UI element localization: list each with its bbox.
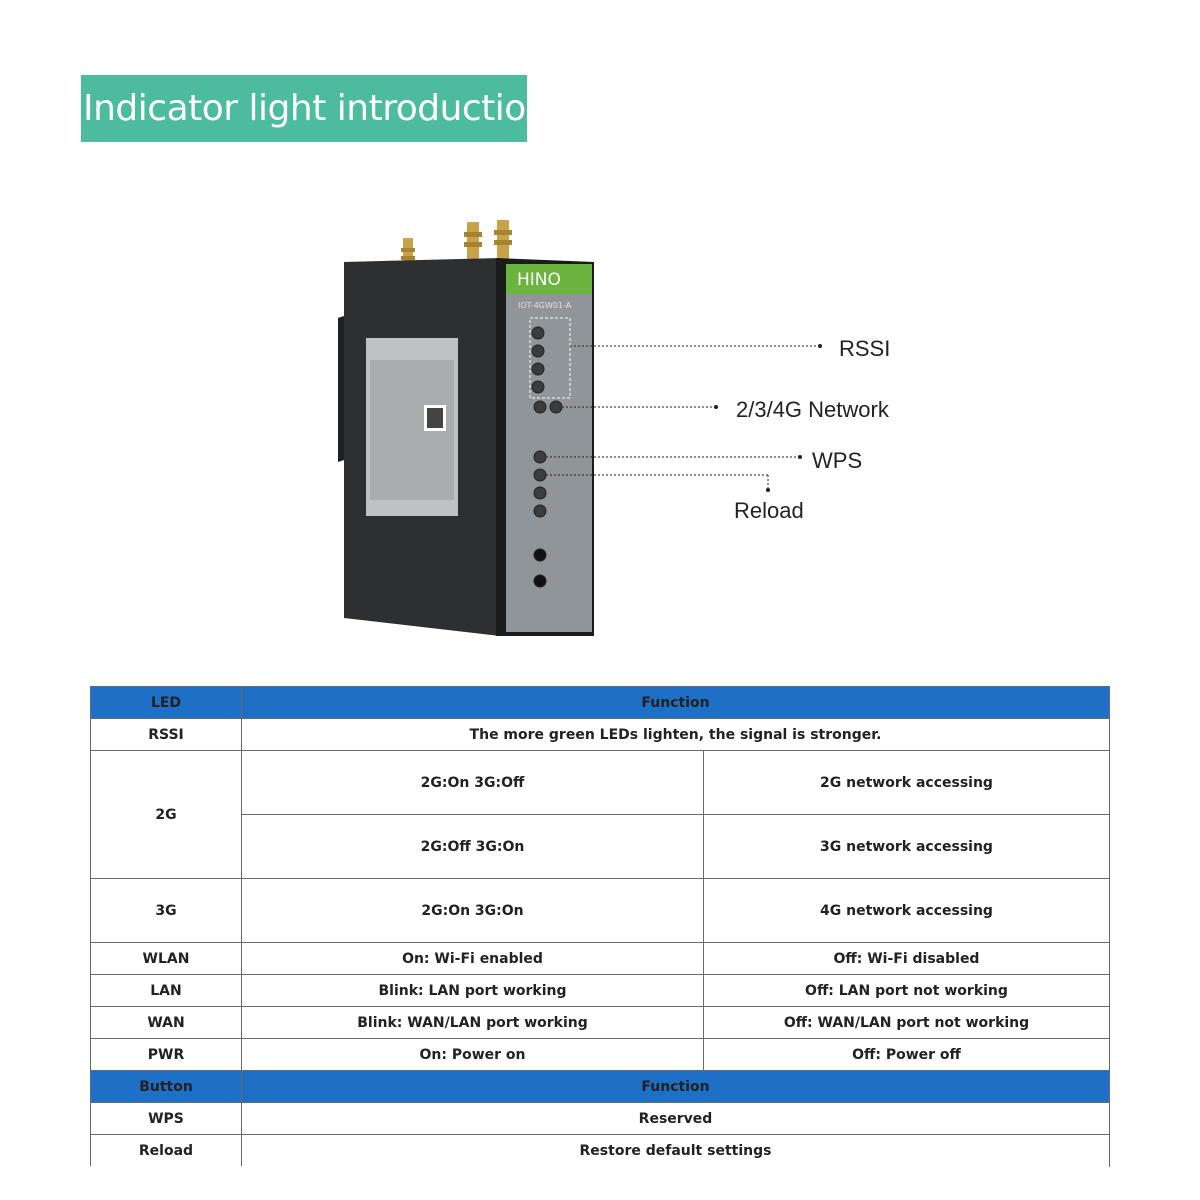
table-row: WPS Reserved — [90, 1102, 1110, 1135]
led-function: 2G network accessing — [703, 750, 1110, 815]
table-row: WLAN On: Wi-Fi enabled Off: Wi-Fi disabl… — [90, 942, 1110, 975]
led-name: 2G — [90, 750, 242, 879]
table-row: Reload Restore default settings — [90, 1134, 1110, 1167]
brand-logo: HINO — [517, 270, 561, 290]
device-figure: HINO IOT-4GW01-A — [330, 210, 930, 650]
wps-button — [533, 548, 547, 562]
header-function: Function — [241, 1070, 1110, 1103]
led-pwr — [533, 504, 547, 518]
led-on-state: Blink: LAN port working — [241, 974, 704, 1007]
antenna-connectors — [401, 220, 512, 266]
led-on-state: Blink: WAN/LAN port working — [241, 1006, 704, 1039]
button-function: Reserved — [241, 1102, 1110, 1135]
led-state: 2G:Off 3G:On — [241, 814, 704, 879]
led-on-state: On: Wi-Fi enabled — [241, 942, 704, 975]
callout-reload: Reload — [734, 498, 804, 523]
led-3g — [549, 400, 563, 414]
led-state: 2G:On 3G:Off — [241, 750, 704, 815]
led-table-header: LED Function — [90, 686, 1110, 719]
led-lan — [533, 468, 547, 482]
button-name: Reload — [90, 1134, 242, 1167]
led-state: 2G:On 3G:On — [241, 878, 704, 943]
rssi-led-4 — [531, 380, 545, 394]
led-off-state: Off: Wi-Fi disabled — [703, 942, 1110, 975]
led-name: PWR — [90, 1038, 242, 1071]
button-function: Restore default settings — [241, 1134, 1110, 1167]
led-off-state: Off: WAN/LAN port not working — [703, 1006, 1110, 1039]
button-name: WPS — [90, 1102, 242, 1135]
router-front-panel — [506, 264, 592, 632]
led-name: WLAN — [90, 942, 242, 975]
table-row: LAN Blink: LAN port working Off: LAN por… — [90, 974, 1110, 1007]
callout-wps: WPS — [812, 448, 863, 473]
title-banner: Indicator light introduction — [81, 75, 549, 142]
callout-network: 2/3/4G Network — [736, 397, 889, 422]
table-row: 2G:Off 3G:On 3G network accessing — [91, 814, 1110, 879]
led-function: 4G network accessing — [703, 878, 1110, 943]
model-label: IOT-4GW01-A — [518, 301, 572, 310]
led-wan — [533, 486, 547, 500]
callout-lines — [546, 345, 820, 490]
led-off-state: Off: LAN port not working — [703, 974, 1110, 1007]
header-function: Function — [241, 686, 1110, 719]
header-button: Button — [90, 1070, 242, 1103]
led-name: WAN — [90, 1006, 242, 1039]
reload-button — [533, 574, 547, 588]
rssi-led-2 — [531, 344, 545, 358]
led-name: 3G — [90, 878, 242, 943]
table-row: RSSI The more green LEDs lighten, the si… — [90, 718, 1110, 751]
rssi-led-1 — [531, 326, 545, 340]
callout-rssi: RSSI — [839, 336, 891, 361]
brand-strip — [506, 264, 592, 294]
table-bottom-mask — [90, 1166, 1109, 1167]
header-led: LED — [90, 686, 242, 719]
led-function: 3G network accessing — [703, 814, 1110, 879]
led-2g — [533, 400, 547, 414]
table-row: WAN Blink: WAN/LAN port working Off: WAN… — [90, 1006, 1110, 1039]
led-name: LAN — [90, 974, 242, 1007]
table-row: PWR On: Power on Off: Power off — [90, 1038, 1110, 1071]
rssi-led-3 — [531, 362, 545, 376]
router-illustration: HINO IOT-4GW01-A — [338, 220, 822, 636]
led-on-state: On: Power on — [241, 1038, 704, 1071]
page-title: Indicator light introduction — [83, 88, 549, 129]
led-wlan — [533, 450, 547, 464]
table-row: 3G 2G:On 3G:On 4G network accessing — [90, 878, 1110, 943]
table-row: 2G 2G:On 3G:Off 2G network accessing — [90, 750, 1110, 879]
led-function: The more green LEDs lighten, the signal … — [241, 718, 1110, 751]
button-table-header: Button Function — [90, 1070, 1110, 1103]
led-off-state: Off: Power off — [703, 1038, 1110, 1071]
led-name: RSSI — [90, 718, 242, 751]
indicator-table: LED Function RSSI The more green LEDs li… — [90, 686, 1110, 1167]
